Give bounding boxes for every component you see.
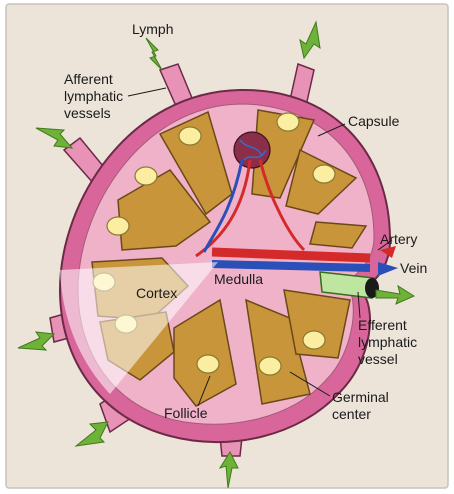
follicle xyxy=(107,217,129,235)
label-efferent-lymphatic: lymphatic xyxy=(358,334,417,350)
follicle xyxy=(303,331,325,349)
follicle xyxy=(277,113,299,131)
vein xyxy=(212,264,370,268)
capillary-network xyxy=(234,132,270,168)
artery xyxy=(212,252,370,258)
label-vein: Vein xyxy=(400,260,427,276)
label-artery: Artery xyxy=(380,231,417,247)
label-lymph: Lymph xyxy=(132,21,174,37)
label-afferent: Afferent xyxy=(64,71,113,87)
label-afferent-lymphatic: lymphatic xyxy=(64,88,123,104)
label-afferent-vessels: vessels xyxy=(64,105,111,121)
follicle xyxy=(179,127,201,145)
label-cortex: Cortex xyxy=(136,285,177,301)
label-follicle: Follicle xyxy=(164,405,208,421)
follicle xyxy=(197,355,219,373)
label-efferent-vessel: vessel xyxy=(358,351,398,367)
follicle xyxy=(135,167,157,185)
label-efferent: Efferent xyxy=(358,317,407,333)
label-germinal: Germinal xyxy=(332,389,389,405)
label-germinal-center: center xyxy=(332,406,371,422)
label-medulla: Medulla xyxy=(214,271,263,287)
label-capsule: Capsule xyxy=(348,113,400,129)
follicle xyxy=(259,357,281,375)
follicle xyxy=(313,165,335,183)
